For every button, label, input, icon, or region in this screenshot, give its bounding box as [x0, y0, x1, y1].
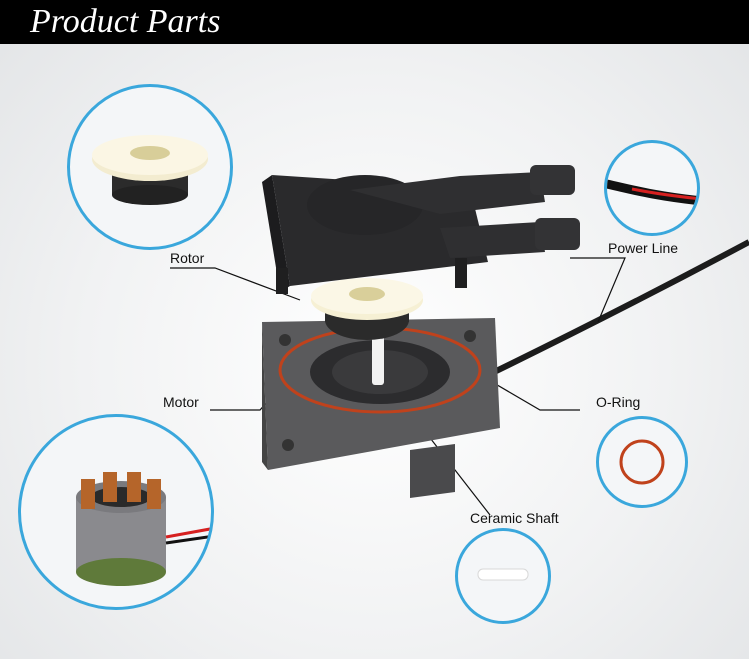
o-ring-thumbnail	[619, 439, 665, 485]
power-line-label: Power Line	[608, 240, 679, 256]
motor-thumbnail	[76, 472, 211, 586]
ceramic-shaft-detail-circle	[455, 528, 551, 624]
rotor-pointer-line	[170, 267, 301, 301]
header-bar: Product Parts	[0, 0, 749, 44]
product-stage: Rotor Power Line Motor O-Ring Ceramic Sh…	[0, 44, 749, 659]
power-cable	[486, 239, 749, 378]
pump-illustration	[170, 165, 749, 516]
pump-cover	[262, 165, 580, 294]
ceramic-shaft-thumbnail	[477, 568, 529, 581]
motor-detail-circle	[18, 414, 214, 610]
ceramic-shaft-label: Ceramic Shaft	[470, 510, 559, 526]
power-line-detail-circle	[604, 140, 700, 236]
rotor-detail-circle	[67, 84, 233, 250]
motor-label: Motor	[163, 394, 199, 410]
o-ring-label: O-Ring	[596, 394, 641, 410]
o-ring-detail-circle	[596, 416, 688, 508]
rotor-thumbnail	[92, 135, 208, 205]
power-line-thumbnail	[607, 179, 697, 205]
page-title: Product Parts	[30, 3, 221, 40]
rotor-label: Rotor	[170, 250, 205, 266]
rotor-part	[311, 278, 423, 340]
power-line-pointer	[570, 257, 626, 323]
pump-base	[262, 318, 500, 498]
